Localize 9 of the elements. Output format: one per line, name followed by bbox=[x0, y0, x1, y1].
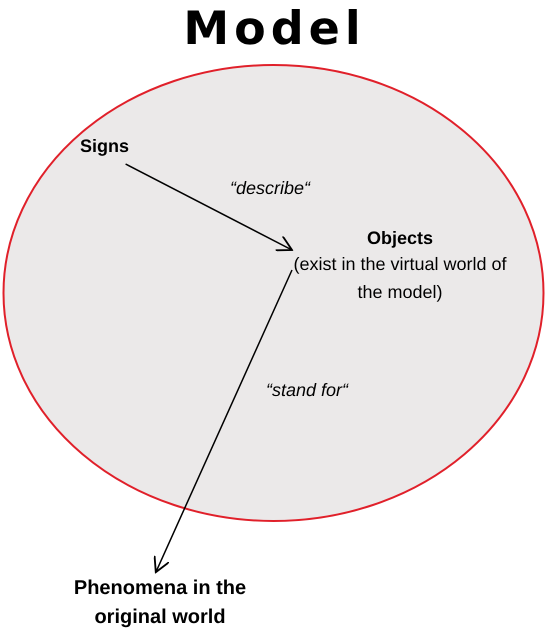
edge-label: “stand for“ bbox=[266, 380, 348, 401]
arrow bbox=[125, 163, 293, 252]
concept-label: Signs bbox=[80, 134, 128, 158]
node-description: (exist in the virtual world of the model) bbox=[292, 253, 508, 304]
concept-label: Phenomena in the original world bbox=[55, 574, 265, 632]
node-heading: Objects bbox=[366, 227, 434, 250]
arrow bbox=[154, 270, 293, 574]
ellipse-heading: Model bbox=[182, 0, 367, 56]
edge-label: “describe“ bbox=[230, 178, 310, 199]
